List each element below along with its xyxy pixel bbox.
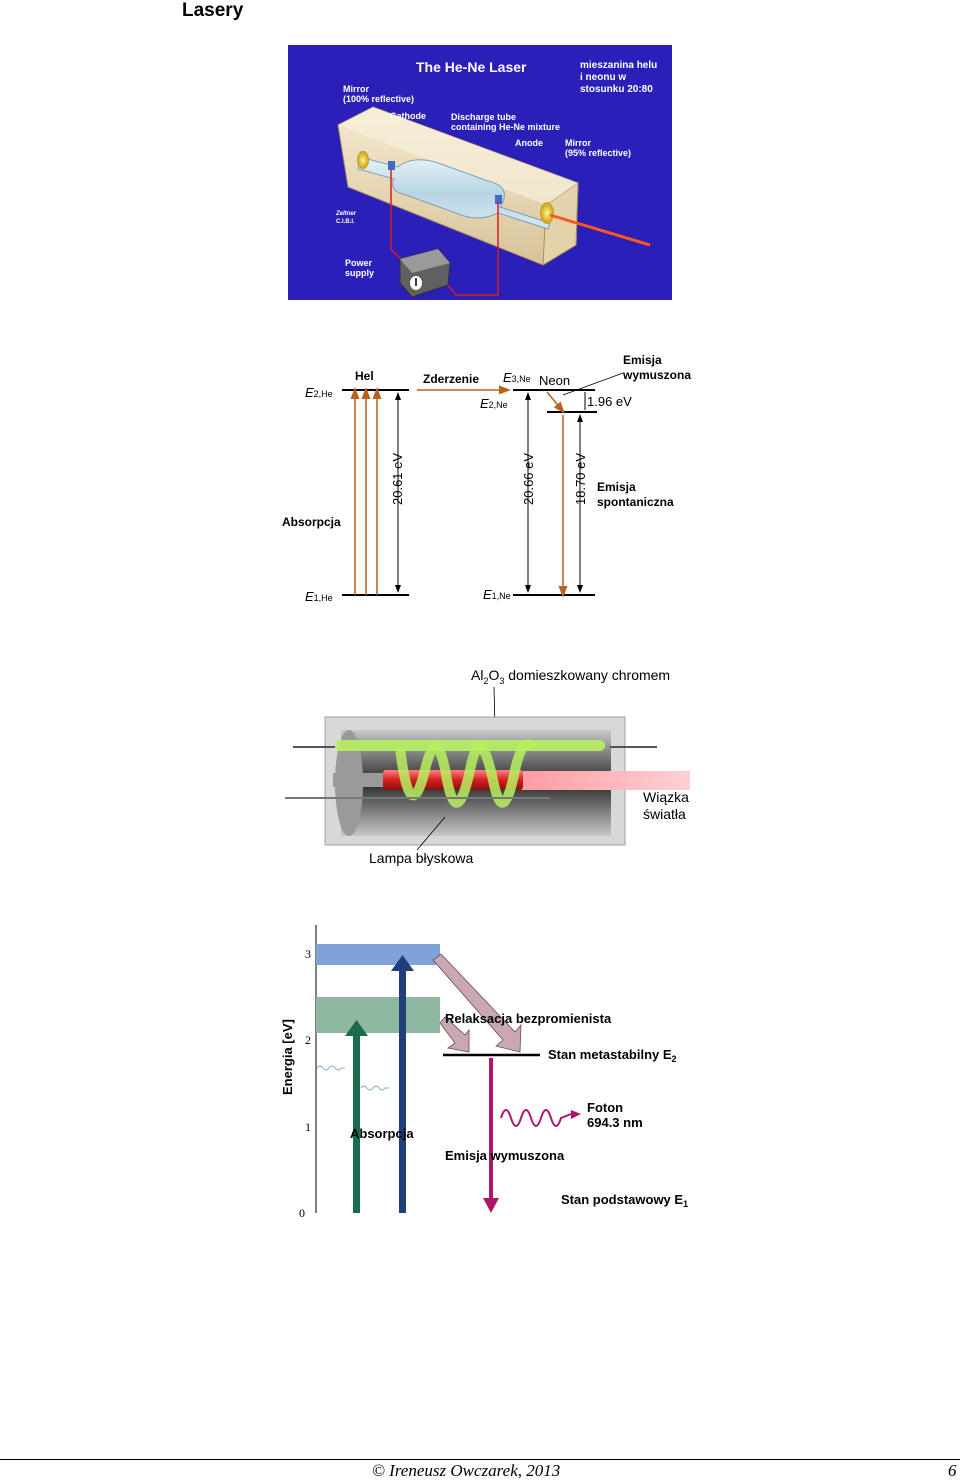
tick-3: 3 — [305, 947, 311, 961]
mirror-right-label-1: Mirror — [565, 138, 592, 148]
relaksacja-label: Relaksacja bezpromienista — [445, 1011, 612, 1026]
lamp-label: Lampa błyskowa — [369, 850, 473, 866]
gap-ne3-label: 20.66 eV — [521, 453, 536, 505]
laser-beam — [549, 213, 651, 247]
photon-arrowhead — [571, 1110, 581, 1119]
flash-lamp-helix — [395, 739, 537, 808]
stimulated-emission-arrow — [483, 1058, 499, 1213]
gap-laser-label: 1.96 eV — [587, 394, 632, 409]
crystal-label: Al2O3 domieszkowany chromem — [471, 667, 670, 686]
zderzenie-label: Zderzenie — [423, 372, 479, 386]
credit-line-1: Zeltner — [335, 211, 357, 217]
relaxation-arrow-lower — [439, 1016, 470, 1053]
mixture-note-3: stosunku 20:80 — [580, 84, 653, 95]
power-supply-label-2: supply — [345, 268, 374, 278]
e1-he-label: E1,He — [305, 589, 333, 604]
e3-ne-label: E3,Ne — [503, 370, 531, 385]
absorpcja-label: Absorpcja — [282, 515, 341, 529]
discharge-tube-label-2: containing He-Ne mixture — [451, 122, 560, 132]
gap-he-label: 20.61 eV — [390, 453, 405, 505]
hene-laser-figure: The He-Ne Laser mieszanina helu i neonu … — [288, 45, 672, 300]
band-level-2 — [316, 997, 440, 1033]
light-beam — [515, 771, 690, 790]
band-level-3 — [316, 944, 440, 965]
page-number: 6 — [948, 1461, 957, 1480]
e1-ne-label: E1,Ne — [483, 587, 511, 602]
stimulated-emission-arrow — [546, 391, 565, 414]
mixture-note-1: mieszanina helu — [580, 60, 657, 71]
emisja-spontaniczna-1: Emisja — [597, 480, 636, 494]
absorption-arrow-blue — [391, 955, 414, 1213]
beam-label-2: światła — [643, 806, 686, 822]
e2-he-label: E2,He — [305, 385, 333, 400]
anode — [495, 195, 502, 204]
mirror-left — [357, 151, 369, 169]
rod-holder — [333, 773, 383, 787]
discharge-tube — [357, 156, 551, 230]
emisja-wymuszona-1: Emisja — [623, 353, 662, 367]
foton-label-1: Foton — [587, 1100, 623, 1115]
mixture-note-2: i neonu w — [580, 72, 626, 83]
page-title: Lasery — [182, 0, 244, 21]
beam-label-1: Wiązka — [643, 789, 689, 805]
ruby-energy-diagram: 0 1 2 3 Energia [eV] Relaksacja bezpromi… — [280, 925, 688, 1220]
tick-0: 0 — [299, 1206, 305, 1220]
wire-anode — [447, 202, 499, 296]
mirror-right-label-2: (95% reflective) — [565, 148, 631, 158]
tick-1: 1 — [305, 1120, 311, 1134]
anode-label: Anode — [515, 138, 543, 148]
foton-label-2: 694.3 nm — [587, 1115, 643, 1130]
tick-2: 2 — [305, 1033, 311, 1047]
emisja-spontaniczna-2: spontaniczna — [597, 495, 674, 509]
lamp-tube — [335, 740, 605, 751]
footer-copyright: © Ireneusz Owczarek, 2013 — [372, 1461, 561, 1480]
neon-label: Neon — [539, 373, 570, 388]
metastable-label: Stan metastabilny E2 — [548, 1047, 677, 1064]
hene-title: The He-Ne Laser — [416, 59, 527, 75]
power-supply — [399, 248, 451, 298]
footer-rule — [0, 1459, 960, 1460]
discharge-tube-label-1: Discharge tube — [451, 112, 516, 122]
ground-label: Stan podstawowy E1 — [561, 1192, 688, 1209]
small-wave-2 — [360, 1085, 389, 1091]
mirror-right — [540, 202, 554, 224]
absorption-arrow-green — [345, 1020, 368, 1213]
hel-label: Hel — [355, 369, 374, 383]
lamp-pointer — [416, 816, 446, 851]
credit-line-2: C.I.B.I. — [336, 219, 355, 225]
absorpcja-label: Absorpcja — [350, 1126, 414, 1141]
power-supply-label-1: Power — [345, 258, 373, 268]
cathode — [388, 161, 395, 170]
gap-ne2-label: 18.70 eV — [573, 453, 588, 505]
small-wave-1 — [316, 1065, 345, 1071]
mirror-left-label-2: (100% reflective) — [343, 94, 414, 104]
emisja-label: Emisja wymuszona — [445, 1148, 565, 1163]
photon-wave — [500, 1109, 572, 1127]
emission-callout-line — [562, 372, 624, 396]
relaxation-arrow-upper — [432, 953, 522, 1053]
mirror-left-label-1: Mirror — [343, 84, 370, 94]
hene-energy-diagram: Hel Zderzenie Emisja wymuszona Emisja sp… — [282, 353, 691, 604]
emisja-wymuszona-2: wymuszona — [622, 368, 691, 382]
ruby-laser-figure: Al2O3 domieszkowany chromem Wiązka świat… — [285, 667, 690, 866]
e2-ne-label: E2,Ne — [480, 396, 508, 411]
cathode-label: Cathode — [390, 111, 426, 121]
energy-axis-label: Energia [eV] — [280, 1019, 295, 1095]
